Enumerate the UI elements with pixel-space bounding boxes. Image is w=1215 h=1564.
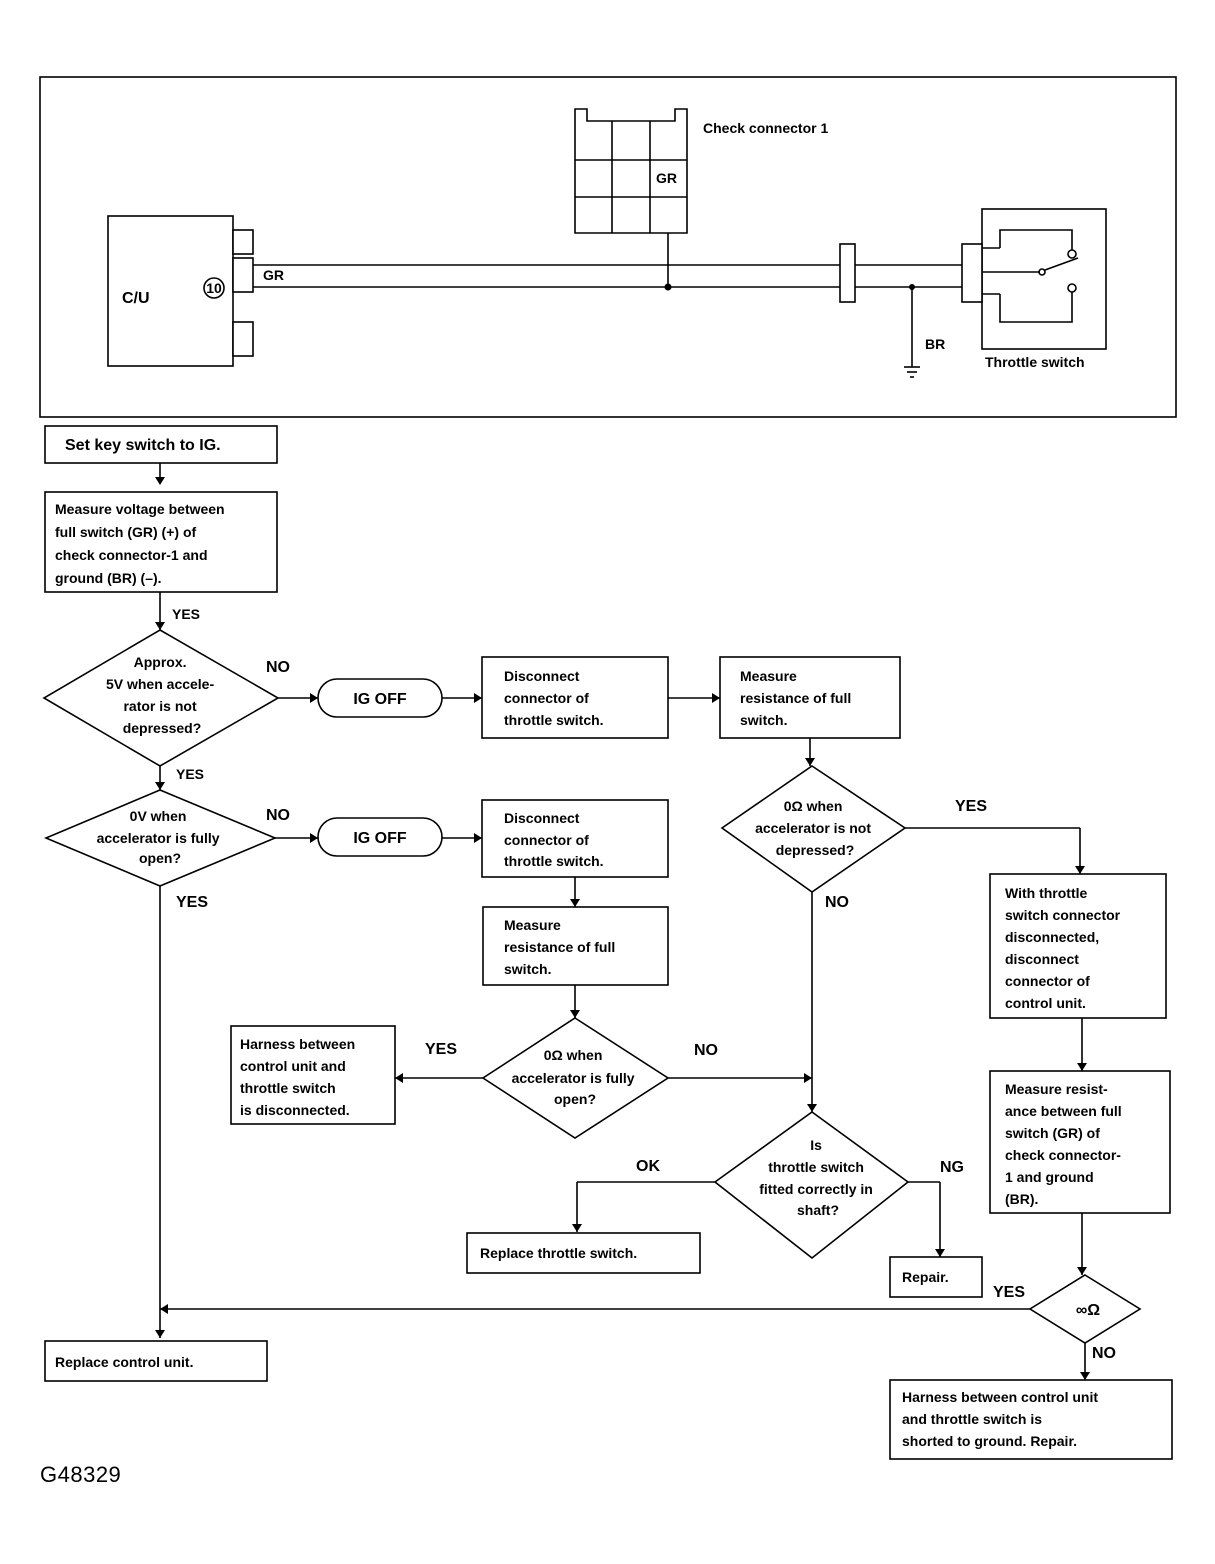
- edge-label-no: NO: [694, 1042, 718, 1059]
- ground-wire-label: BR: [925, 336, 945, 352]
- set-key-box: [44, 425, 278, 464]
- q-5v-text: Approx. 5V when accele- rator is not dep…: [106, 654, 218, 736]
- disconnect-2-text: Disconnect connector of throttle switch.: [504, 810, 604, 869]
- check-connector-label: Check connector 1: [703, 120, 828, 136]
- q-0ohm-not-depressed-diamond: [720, 765, 907, 893]
- replace-cu-text: Replace control unit.: [55, 1354, 193, 1370]
- edge-label-yes: YES: [176, 766, 204, 782]
- repair-text: Repair.: [902, 1269, 949, 1285]
- measure-res-gr-text: Measure resist- ance between full switch…: [1005, 1081, 1126, 1207]
- cu-pin-number: 10: [206, 280, 222, 296]
- connector-pin-label: GR: [656, 170, 677, 186]
- edge-label-yes: YES: [172, 606, 200, 622]
- edge-label-no: NO: [825, 894, 849, 911]
- with-throttle-text: With throttle switch connector disconnec…: [1005, 885, 1124, 1011]
- replace-cu-box: [44, 1340, 268, 1382]
- cu-label: C/U: [122, 290, 150, 307]
- measure-res-1-box: [719, 656, 901, 739]
- q-0v-diamond: [43, 789, 278, 887]
- measure-voltage-text: Measure voltage between full switch (GR)…: [55, 501, 229, 586]
- ig-off-2-box: [317, 817, 443, 857]
- ig-off-1-box: [317, 678, 443, 718]
- figure-id: G48329: [40, 1462, 121, 1487]
- disconnect-1-box: [481, 656, 669, 739]
- measure-res-2-text: Measure resistance of full switch.: [504, 917, 619, 977]
- measure-res-gr-box: [989, 1070, 1171, 1214]
- wiring-frame: [39, 76, 1177, 418]
- ig-off-1-text: IG OFF: [353, 691, 407, 708]
- q-5v-diamond: [42, 629, 280, 767]
- harness-shorted-box: [889, 1379, 1173, 1460]
- edge-label-no: NO: [1092, 1345, 1116, 1362]
- check-connector: GR Check connector 1: [574, 108, 828, 234]
- wire-gr-label: GR: [263, 267, 284, 283]
- flow-connectors: [155, 463, 1090, 1380]
- ground-symbol: [904, 366, 920, 378]
- with-throttle-box: [989, 873, 1167, 1019]
- edge-labels: YES YES YES YES YES YES NO NO NO NO NO O…: [172, 606, 1116, 1362]
- repair-box: [889, 1256, 983, 1298]
- ig-off-2-text: IG OFF: [353, 830, 407, 847]
- q-inf-diamond: [1028, 1274, 1142, 1344]
- harness-disconnected-box: [230, 1025, 396, 1125]
- set-key-text: Set key switch to IG.: [65, 437, 221, 454]
- flow-nodes: Set key switch to IG. Measure voltage be…: [42, 425, 1173, 1460]
- measure-res-1-text: Measure resistance of full switch.: [740, 668, 855, 728]
- q-0ohm-fully-open-text: 0Ω when accelerator is fully open?: [512, 1047, 639, 1107]
- edge-label-ok: OK: [636, 1158, 660, 1175]
- harness-shorted-text: Harness between control unit and throttl…: [902, 1389, 1102, 1449]
- replace-throttle-text: Replace throttle switch.: [480, 1245, 637, 1261]
- throttle-switch: Throttle switch: [961, 208, 1107, 370]
- edge-label-yes: YES: [955, 798, 987, 815]
- wiring-diagram: GR Check connector 1 C/U 10 GR BR: [39, 76, 1177, 418]
- q-fitted-diamond: [713, 1111, 910, 1260]
- edge-label-yes: YES: [176, 894, 208, 911]
- control-unit: C/U 10: [107, 215, 254, 367]
- q-0ohm-not-depressed-text: 0Ω when accelerator is not depressed?: [755, 798, 875, 858]
- disconnect-2-box: [481, 799, 669, 878]
- edge-label-no: NO: [266, 659, 290, 676]
- measure-res-2-box: [482, 906, 669, 986]
- edge-label-yes: YES: [425, 1041, 457, 1058]
- q-0ohm-fully-open-diamond: [481, 1017, 670, 1139]
- disconnect-1-text: Disconnect connector of throttle switch.: [504, 668, 604, 728]
- measure-voltage-box: [44, 491, 278, 593]
- replace-throttle-box: [466, 1232, 701, 1274]
- edge-label-ng: NG: [940, 1159, 964, 1176]
- harness-disconnected-text: Harness between control unit and throttl…: [240, 1036, 359, 1118]
- q-inf-text: ∞Ω: [1076, 1302, 1100, 1319]
- cu-pin-circle: [203, 277, 225, 299]
- inline-connector: [839, 243, 856, 303]
- edge-label-yes: YES: [993, 1284, 1025, 1301]
- edge-label-no: NO: [266, 807, 290, 824]
- q-fitted-text: Is throttle switch fitted correctly in s…: [759, 1137, 876, 1218]
- q-0v-text: 0V when accelerator is fully open?: [97, 808, 224, 866]
- throttle-switch-label: Throttle switch: [985, 354, 1085, 370]
